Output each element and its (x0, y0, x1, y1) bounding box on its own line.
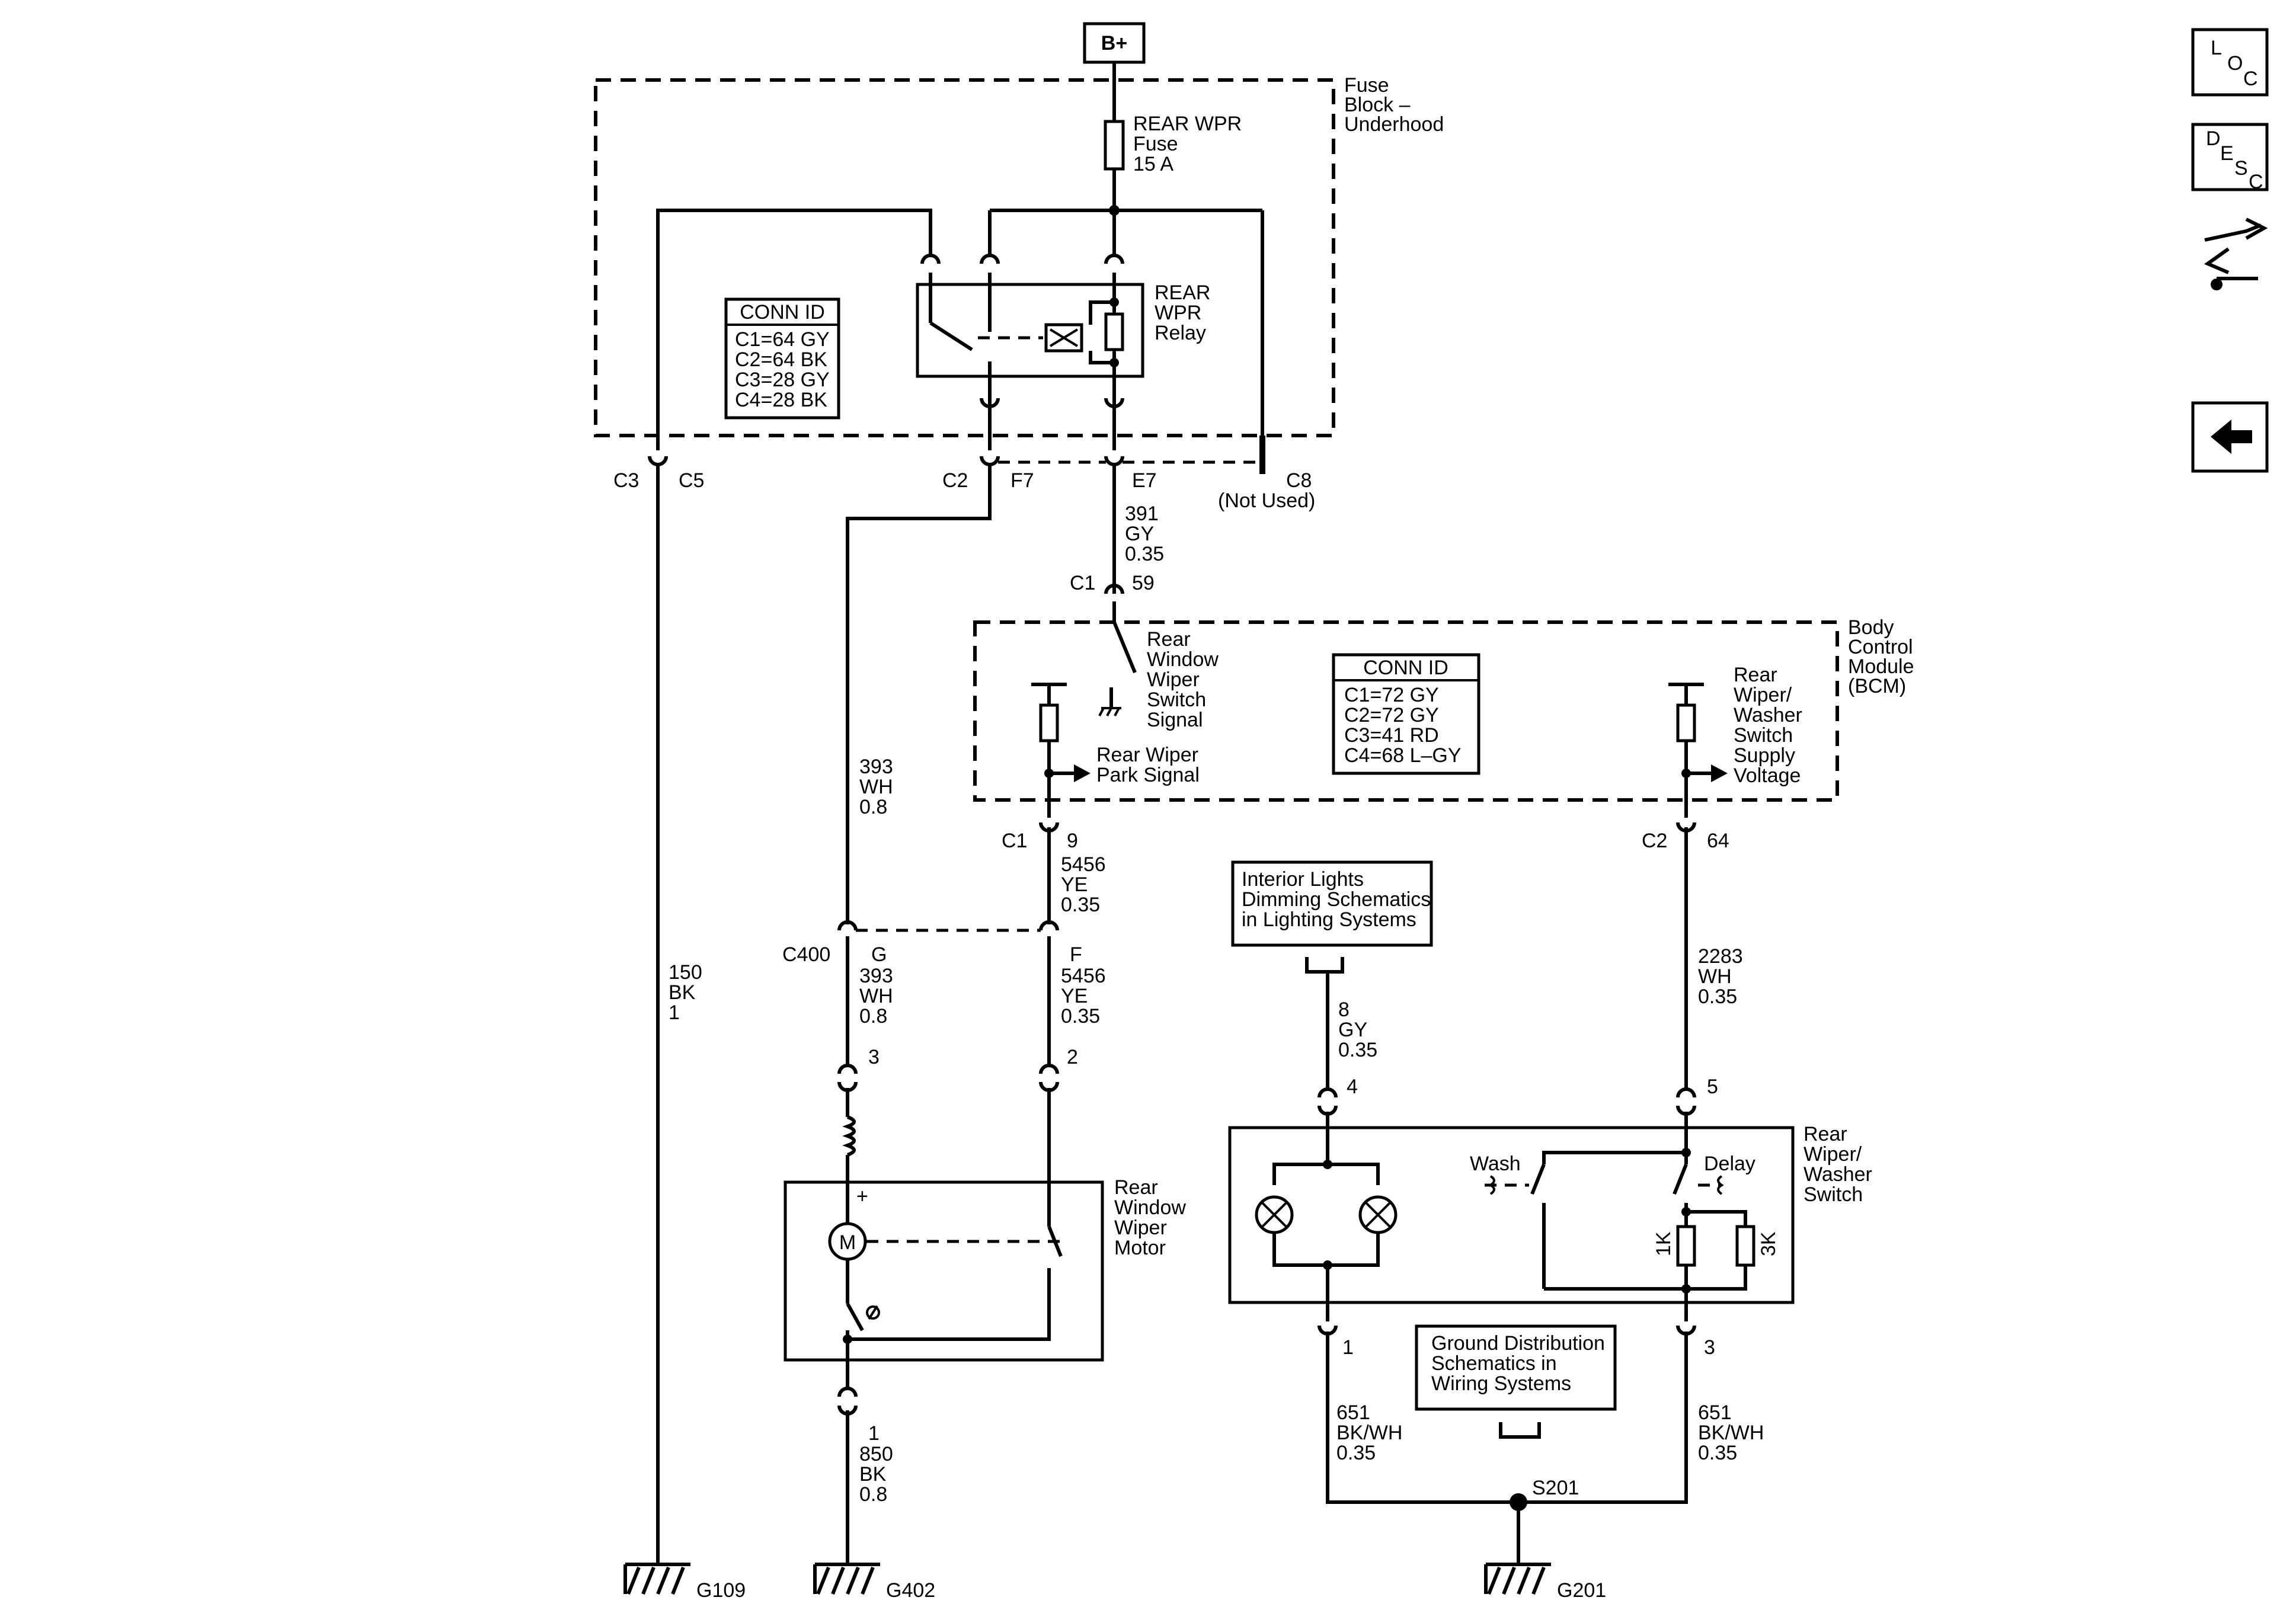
wire-393-bot-label: 393 WH 0.8 (859, 965, 898, 1028)
pin-sw-3: 3 (1704, 1336, 1715, 1359)
pin-motor-2: 2 (1067, 1046, 1078, 1068)
svg-text:REAR WPR Fuse 15 A: REAR WPR Fuse 15 A (1133, 113, 1248, 175)
connector-icon[interactable] (2204, 217, 2268, 290)
svg-text:Rear Wiper Park Signal: Rear Wiper Park Signal (1096, 744, 1204, 786)
pin-g: G (871, 943, 887, 966)
pin-e7: E7 (1132, 469, 1157, 492)
wire-391-label: 391 GY 0.35 (1125, 502, 1164, 565)
svg-text:Rear Window Wiper: Rear Window Wiper Switch Signal (1147, 628, 1224, 731)
pin-motor-3: 3 (868, 1046, 880, 1068)
pin-sw-5: 5 (1707, 1076, 1718, 1098)
wire-651-right-label: 651 BK/WH 0.35 (1698, 1401, 1770, 1464)
pin-motor-1: 1 (868, 1422, 880, 1445)
bcm-outline (973, 620, 1839, 802)
power-label: B+ (1101, 32, 1127, 55)
splice-label: S201 (1532, 1477, 1579, 1499)
bcm-title: Body Control Module (BCM) (1848, 616, 1920, 697)
pin-bcm-c2: C2 (1642, 830, 1667, 852)
svg-text:D: D (2206, 127, 2221, 150)
svg-text:3K: 3K (1757, 1231, 1780, 1256)
svg-text:C4=68 L–GY: C4=68 L–GY (1344, 744, 1462, 767)
svg-text:Delay: Delay (1704, 1153, 1755, 1175)
power-source: B+ (1083, 22, 1146, 64)
svg-text:Rear Wiper/ Washer: Rear Wiper/ Washer Switch Supply Voltage (1734, 664, 1808, 787)
svg-text:Ground Distribution Sche: Ground Distribution Schematics in Wiring… (1431, 1332, 1610, 1395)
wire-393-top-label: 393 WH 0.8 (859, 756, 898, 818)
svg-text:Rear Window Wiper: Rear Window Wiper Motor (1114, 1176, 1191, 1259)
svg-text:Wash: Wash (1470, 1153, 1521, 1175)
bcm-switch-signal: Rear Window Wiper Switch Signal (1098, 601, 1224, 731)
fuse-block-conn-id: CONN ID C1=64 GY C2=64 BK C3=28 GY C4=28… (724, 297, 840, 420)
back-arrow-icon (2211, 420, 2252, 454)
svg-text:REAR WPR Relay: REAR WPR Relay (1155, 281, 1216, 344)
svg-text:Rear Wiper/ Washer: Rear Wiper/ Washer Switch (1803, 1123, 1878, 1206)
loc-button[interactable]: L O C (2191, 28, 2269, 97)
svg-text:C1=64 GY: C1=64 GY (735, 328, 830, 351)
ground-g201: G201 (1484, 1563, 1606, 1602)
svg-text:G109: G109 (696, 1579, 746, 1602)
ground-distribution-ref[interactable]: Ground Distribution Schematics in Wiring… (1415, 1324, 1617, 1411)
pin-c5: C5 (679, 469, 704, 492)
wire-5456-top-label: 5456 YE 0.35 (1061, 853, 1111, 916)
pin-c8-not-used: (Not Used) (1218, 489, 1315, 512)
svg-text:G201: G201 (1557, 1579, 1606, 1602)
pin-c2: C2 (942, 469, 968, 492)
wire-8-label: 8 GY 0.35 (1338, 998, 1377, 1061)
svg-text:O: O (2227, 52, 2243, 75)
pin-bcm-9: 9 (1067, 830, 1078, 852)
pin-bcm-c1-top: C1 (1070, 572, 1095, 594)
svg-text:+: + (856, 1185, 868, 1208)
pin-sw-1: 1 (1342, 1336, 1354, 1359)
pin-f7: F7 (1011, 469, 1034, 492)
svg-text:C: C (2249, 171, 2263, 193)
pin-bcm-c1-bot: C1 (1002, 830, 1027, 852)
rear-wpr-relay: REAR WPR Relay (916, 273, 1216, 403)
svg-text:C4=28 BK: C4=28 BK (735, 389, 827, 411)
wire-150-label: 150 BK 1 (669, 961, 708, 1024)
ground-g402: G402 (813, 1563, 935, 1602)
pin-f: F (1070, 943, 1082, 966)
svg-text:L: L (2211, 37, 2222, 59)
wire-651-left-label: 651 BK/WH 0.35 (1336, 1401, 1408, 1464)
svg-text:C2=64 BK: C2=64 BK (735, 348, 827, 371)
svg-text:E: E (2220, 142, 2234, 165)
svg-text:1K: 1K (1652, 1231, 1675, 1256)
svg-text:C3=28 GY: C3=28 GY (735, 369, 830, 391)
svg-text:C2=72 GY: C2=72 GY (1344, 704, 1439, 726)
ground-g109: G109 (623, 1563, 746, 1602)
pin-c400: C400 (782, 943, 830, 966)
rear-window-wiper-motor: M + Rear Window Wiper Motor (784, 1176, 1191, 1390)
fuse-block-title: Fuse Block – Underhood (1344, 74, 1444, 136)
svg-text:S: S (2234, 157, 2248, 180)
pin-bcm-64: 64 (1707, 830, 1729, 852)
svg-text:C1=72 GY: C1=72 GY (1344, 684, 1439, 706)
pin-sw-4: 4 (1347, 1076, 1358, 1098)
svg-text:C3=41 RD: C3=41 RD (1344, 724, 1439, 747)
pin-c8: C8 (1286, 469, 1312, 492)
svg-text:CONN ID: CONN ID (1363, 657, 1448, 679)
wire-5456-bot-label: 5456 YE 0.35 (1061, 965, 1111, 1028)
pin-bcm-59: 59 (1132, 572, 1155, 594)
bcm-park-signal: Rear Wiper Park Signal (1031, 683, 1204, 818)
back-button[interactable] (2191, 401, 2269, 473)
bcm-supply-voltage: Rear Wiper/ Washer Switch Supply Voltage (1668, 664, 1808, 818)
svg-text:C: C (2243, 68, 2258, 90)
wire-850-label: 850 BK 0.8 (859, 1443, 898, 1506)
svg-text:G402: G402 (886, 1579, 935, 1602)
bcm-conn-id: CONN ID C1=72 GY C2=72 GY C3=41 RD C4=68… (1332, 653, 1480, 775)
svg-text:CONN ID: CONN ID (740, 301, 825, 324)
interior-lights-ref[interactable]: Interior Lights Dimming Schematics in Li… (1231, 860, 1437, 947)
pin-c3: C3 (613, 469, 639, 492)
desc-button[interactable]: D E S C (2191, 123, 2269, 193)
svg-text:Interior Lights Dimming: Interior Lights Dimming Schematics in Li… (1242, 868, 1437, 931)
fuse-rear-wpr: REAR WPR Fuse 15 A (1104, 113, 1248, 213)
wire-2283-label: 2283 WH 0.35 (1698, 945, 1748, 1008)
svg-text:M: M (839, 1231, 856, 1254)
rear-wiper-washer-switch: Wash Delay 1K 3K Rear Wiper/ Washer Swit… (1228, 1112, 1878, 1321)
